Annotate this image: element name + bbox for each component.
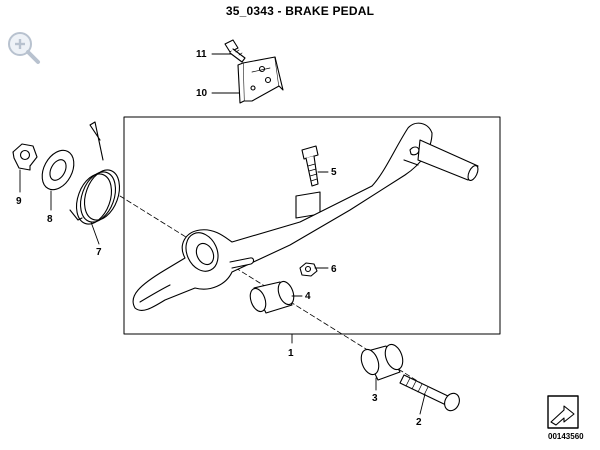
page-title: 35_0343 - BRAKE PEDAL (225, 4, 375, 18)
nut-part (12, 143, 38, 171)
pedal-lever-part (132, 122, 479, 311)
washer-part (41, 149, 75, 191)
leader-lines (19, 53, 426, 415)
callout-11: 11 (196, 49, 207, 60)
arrow-badge-icon (547, 395, 579, 429)
callout-1: 1 (288, 348, 294, 359)
callout-labels: 1 2 3 4 5 6 7 8 9 10 11 (16, 49, 422, 428)
callout-6: 6 (331, 264, 337, 275)
callout-7: 7 (96, 247, 102, 258)
spring-part (69, 121, 121, 225)
reference-number: 00143560 (548, 432, 584, 441)
zoom-in-icon[interactable] (6, 30, 42, 66)
assembly-frame (123, 116, 501, 335)
callout-4: 4 (305, 291, 311, 302)
sleeve-part (360, 343, 404, 381)
callout-10: 10 (196, 88, 208, 99)
bushing-part (249, 280, 295, 314)
callout-8: 8 (47, 214, 53, 225)
bracket-part (237, 56, 284, 104)
small-nut-part (299, 262, 318, 277)
callout-2: 2 (416, 417, 422, 428)
long-bolt-part (399, 374, 460, 412)
callout-9: 9 (16, 196, 22, 207)
callout-3: 3 (372, 393, 378, 404)
pedal-bolt-part (295, 145, 321, 219)
callout-5: 5 (331, 167, 337, 178)
bolt-small-part (224, 39, 246, 63)
